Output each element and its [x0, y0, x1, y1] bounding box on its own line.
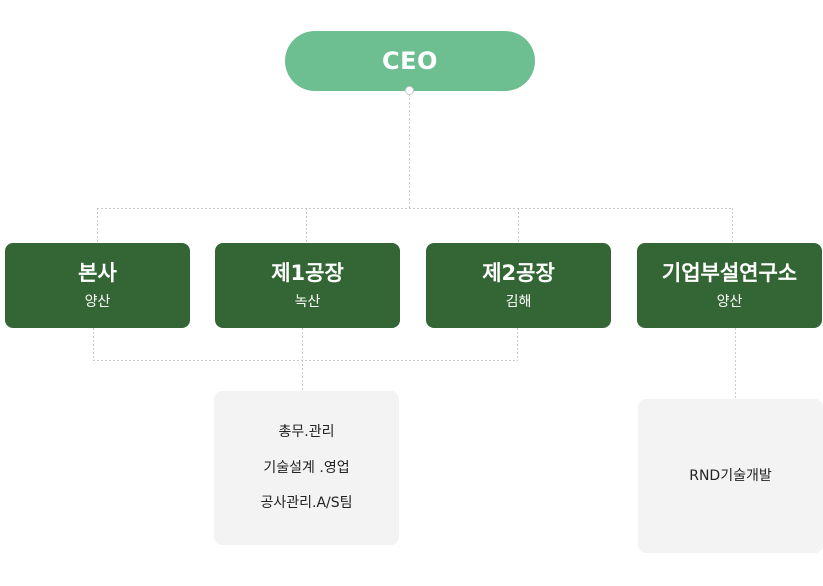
- department-item: RND기술개발: [689, 467, 772, 484]
- unit-headquarters: 본사 양산: [5, 243, 190, 328]
- lab-departments: RND기술개발: [638, 399, 823, 553]
- unit-location: 김해: [505, 293, 532, 310]
- unit-location: 양산: [84, 293, 111, 310]
- unit-factory-1: 제1공장 녹산: [215, 243, 400, 328]
- unit-location: 녹산: [294, 293, 321, 310]
- unit-name: 제1공장: [271, 260, 344, 285]
- unit-name: 기업부설연구소: [661, 260, 798, 285]
- unit-factory-2: 제2공장 김해: [426, 243, 611, 328]
- unit-research-lab: 기업부설연구소 양산: [637, 243, 822, 328]
- department-item: 기술설계 .영업: [263, 459, 350, 476]
- department-item: 총무.관리: [278, 423, 335, 440]
- ceo-node: CEO: [285, 31, 535, 91]
- ceo-connector-dot: [405, 86, 414, 95]
- factory1-departments: 총무.관리 기술설계 .영업 공사관리.A/S팀: [214, 391, 399, 545]
- unit-name: 본사: [78, 260, 117, 285]
- unit-name: 제2공장: [482, 260, 555, 285]
- department-item: 공사관리.A/S팀: [260, 495, 353, 512]
- unit-location: 양산: [716, 293, 743, 310]
- ceo-label: CEO: [382, 47, 438, 75]
